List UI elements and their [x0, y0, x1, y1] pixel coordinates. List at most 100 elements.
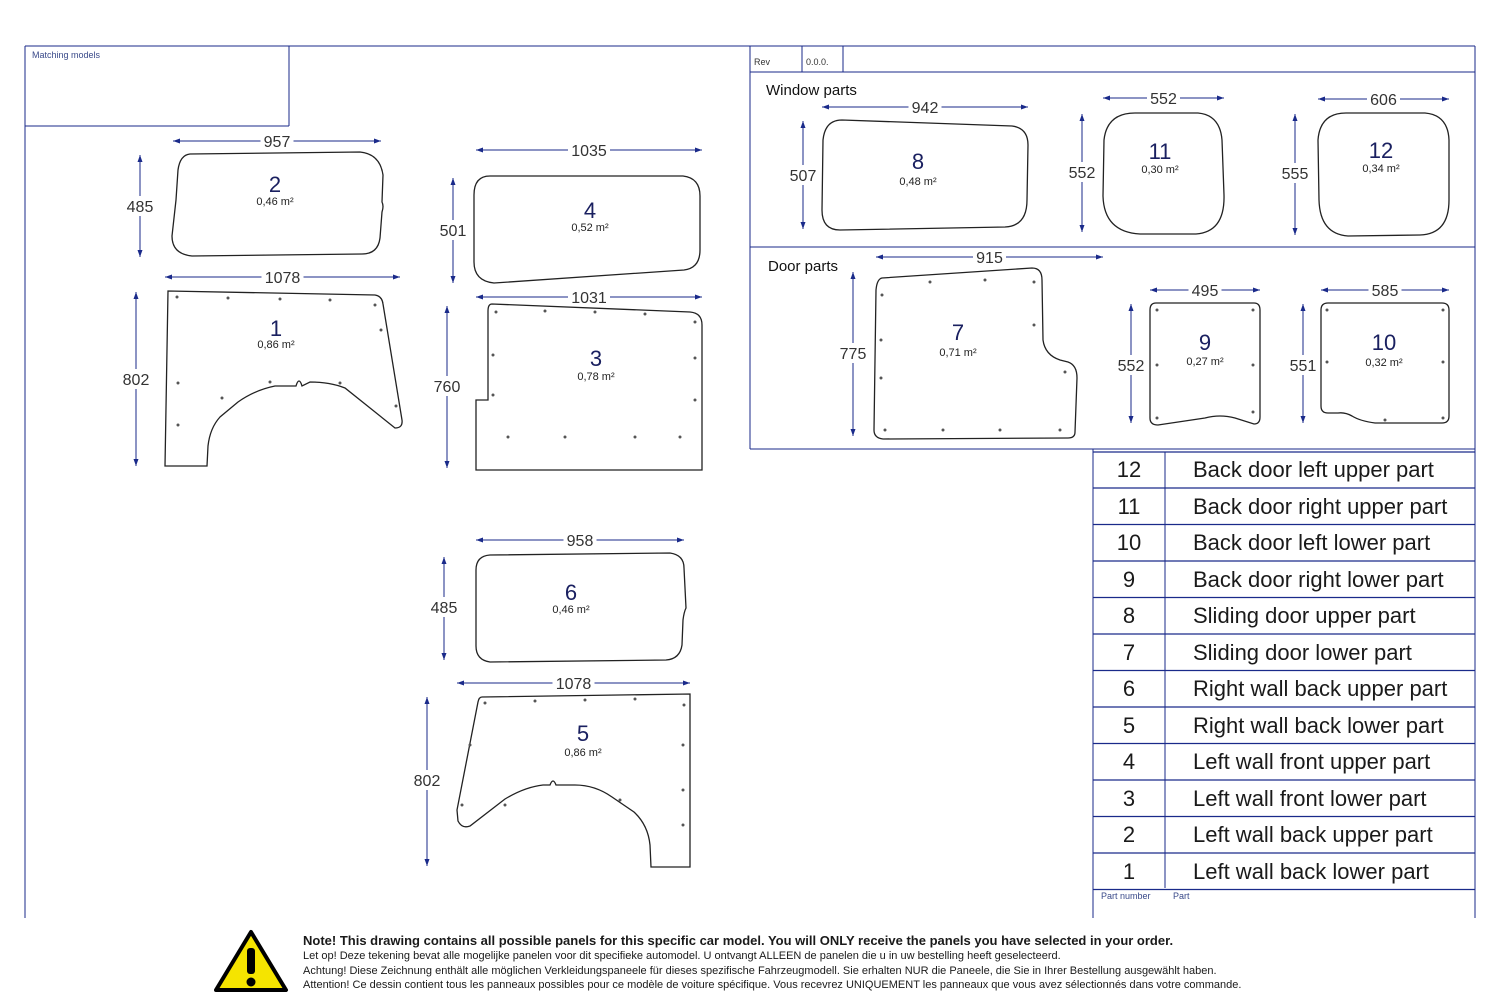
rev-value: 0.0.0. [806, 57, 829, 67]
panel-number: 5 [577, 721, 589, 746]
panel-outline-6 [475, 552, 687, 663]
dimension-width-label: 957 [264, 134, 291, 151]
panel-outline-10 [1320, 302, 1450, 424]
dimension-height-label: 485 [431, 600, 458, 617]
panel-label-7: 70,71 m² [939, 320, 977, 359]
panel-label-8: 8 0,48 m² [899, 149, 937, 188]
panel-label-9: 90,27 m² [1186, 330, 1224, 368]
panel-label-12: 120,34 m² [1362, 138, 1400, 175]
panel-area: 0,52 m² [571, 222, 609, 234]
dimension-width-label: 1078 [556, 676, 592, 693]
legend-part-name: Back door right upper part [1193, 493, 1448, 519]
panel-number: 8 [912, 149, 924, 174]
legend-part-number: 9 [1122, 566, 1136, 592]
dimension-height-label: 552 [1118, 358, 1145, 375]
dimension-width-label: 958 [567, 533, 594, 550]
matching-models-label: Matching models [32, 50, 101, 60]
legend-part-number: 3 [1122, 785, 1136, 811]
panel-label-2: 20,46 m² [256, 172, 294, 208]
panel-label-6: 60,46 m² [552, 580, 590, 616]
dimension-height-label: 775 [840, 346, 867, 363]
panel-outline-2 [171, 151, 384, 257]
legend-part-name: Right wall back lower part [1193, 712, 1444, 738]
panel-number: 1 [270, 316, 282, 341]
panel-outline-9 [1149, 302, 1261, 426]
dimension-width-label: 1031 [571, 290, 607, 307]
panel-outline-8 [821, 119, 1029, 231]
mounting-holes [175, 278, 1445, 827]
panel-label-1: 10,86 m² [257, 316, 295, 351]
panel-number: 11 [1149, 139, 1172, 164]
legend-part-name: Sliding door upper part [1193, 603, 1416, 628]
dimension-panel-7: 915 775 [837, 249, 1103, 436]
dimension-panel-3: 1031 760 [431, 289, 702, 468]
legend-part-number: 11 [1117, 493, 1141, 519]
note-line-de: Achtung! Diese Zeichnung enthält alle mö… [303, 964, 1217, 977]
panel-number: 12 [1369, 138, 1393, 163]
dimension-panel-1: 1078 802 [120, 269, 400, 466]
panel-area: 0,86 m² [257, 339, 295, 351]
dimension-height-label: 802 [123, 372, 150, 389]
legend-part-name: Back door left lower part [1193, 530, 1431, 555]
legend-part-name: Left wall front upper part [1193, 749, 1431, 774]
panel-label-11: 110,30 m² [1141, 139, 1179, 176]
legend-row: 6 Right wall back upper part [1093, 671, 1475, 707]
dimension-width-label: 585 [1372, 283, 1399, 300]
legend-row: 3 Left wall front lower part [1093, 781, 1475, 817]
window-parts-title: Window parts [766, 82, 857, 99]
panel-area: 0,46 m² [256, 196, 294, 208]
panel-area: 0,32 m² [1365, 357, 1403, 369]
legend-footer-part: Part [1173, 891, 1190, 901]
dimension-width-label: 1035 [571, 143, 607, 160]
panel-outline-4 [473, 175, 701, 284]
legend-part-number: 1 [1122, 858, 1136, 884]
panel-outline-12 [1317, 112, 1450, 237]
legend-part-name: Left wall back lower part [1193, 858, 1429, 884]
panel-number: 6 [565, 580, 577, 605]
dimension-width-label: 915 [976, 250, 1003, 267]
legend-footer-number: Part number [1101, 891, 1151, 901]
legend-part-number: 2 [1122, 822, 1136, 847]
dimension-panel-9: 495 552 [1115, 282, 1260, 423]
legend-row: 10 Back door left lower part [1093, 525, 1475, 561]
dimension-height-label: 507 [790, 168, 817, 185]
panel-area: 0,48 m² [899, 176, 937, 188]
panel-number: 10 [1372, 330, 1396, 355]
panel-number: 2 [269, 172, 281, 197]
dimension-height-label: 551 [1290, 358, 1317, 375]
legend-part-name: Back door left upper part [1193, 457, 1434, 482]
dimension-width-label: 1078 [265, 270, 301, 287]
panel-area: 0,27 m² [1186, 356, 1224, 368]
panel-outline-7 [873, 267, 1078, 440]
panel-area: 0,86 m² [564, 747, 602, 759]
legend-part-number: 10 [1116, 530, 1142, 555]
dimension-width-label: 495 [1192, 283, 1219, 300]
legend-part-name: Left wall back upper part [1193, 822, 1433, 847]
dimension-height-label: 760 [434, 379, 461, 396]
dimension-panel-10: 585 551 [1287, 282, 1449, 423]
legend-row: 11 Back door right upper part [1093, 489, 1475, 525]
door-parts-title: Door parts [768, 258, 839, 275]
note-line-en: Note! This drawing contains all possible… [303, 933, 1174, 948]
legend-part-number: 6 [1122, 676, 1136, 701]
panel-area: 0,30 m² [1141, 164, 1179, 176]
warning-icon [214, 930, 288, 992]
panel-area: 0,46 m² [552, 604, 590, 616]
legend-part-name: Left wall front lower part [1193, 785, 1427, 811]
panel-outline-5 [456, 693, 691, 868]
panel-number: 9 [1199, 330, 1211, 355]
panel-outline-1 [164, 290, 403, 467]
legend-part-name: Right wall back upper part [1193, 676, 1448, 701]
legend-grid [1093, 451, 1475, 891]
panel-outlines [164, 112, 1450, 868]
